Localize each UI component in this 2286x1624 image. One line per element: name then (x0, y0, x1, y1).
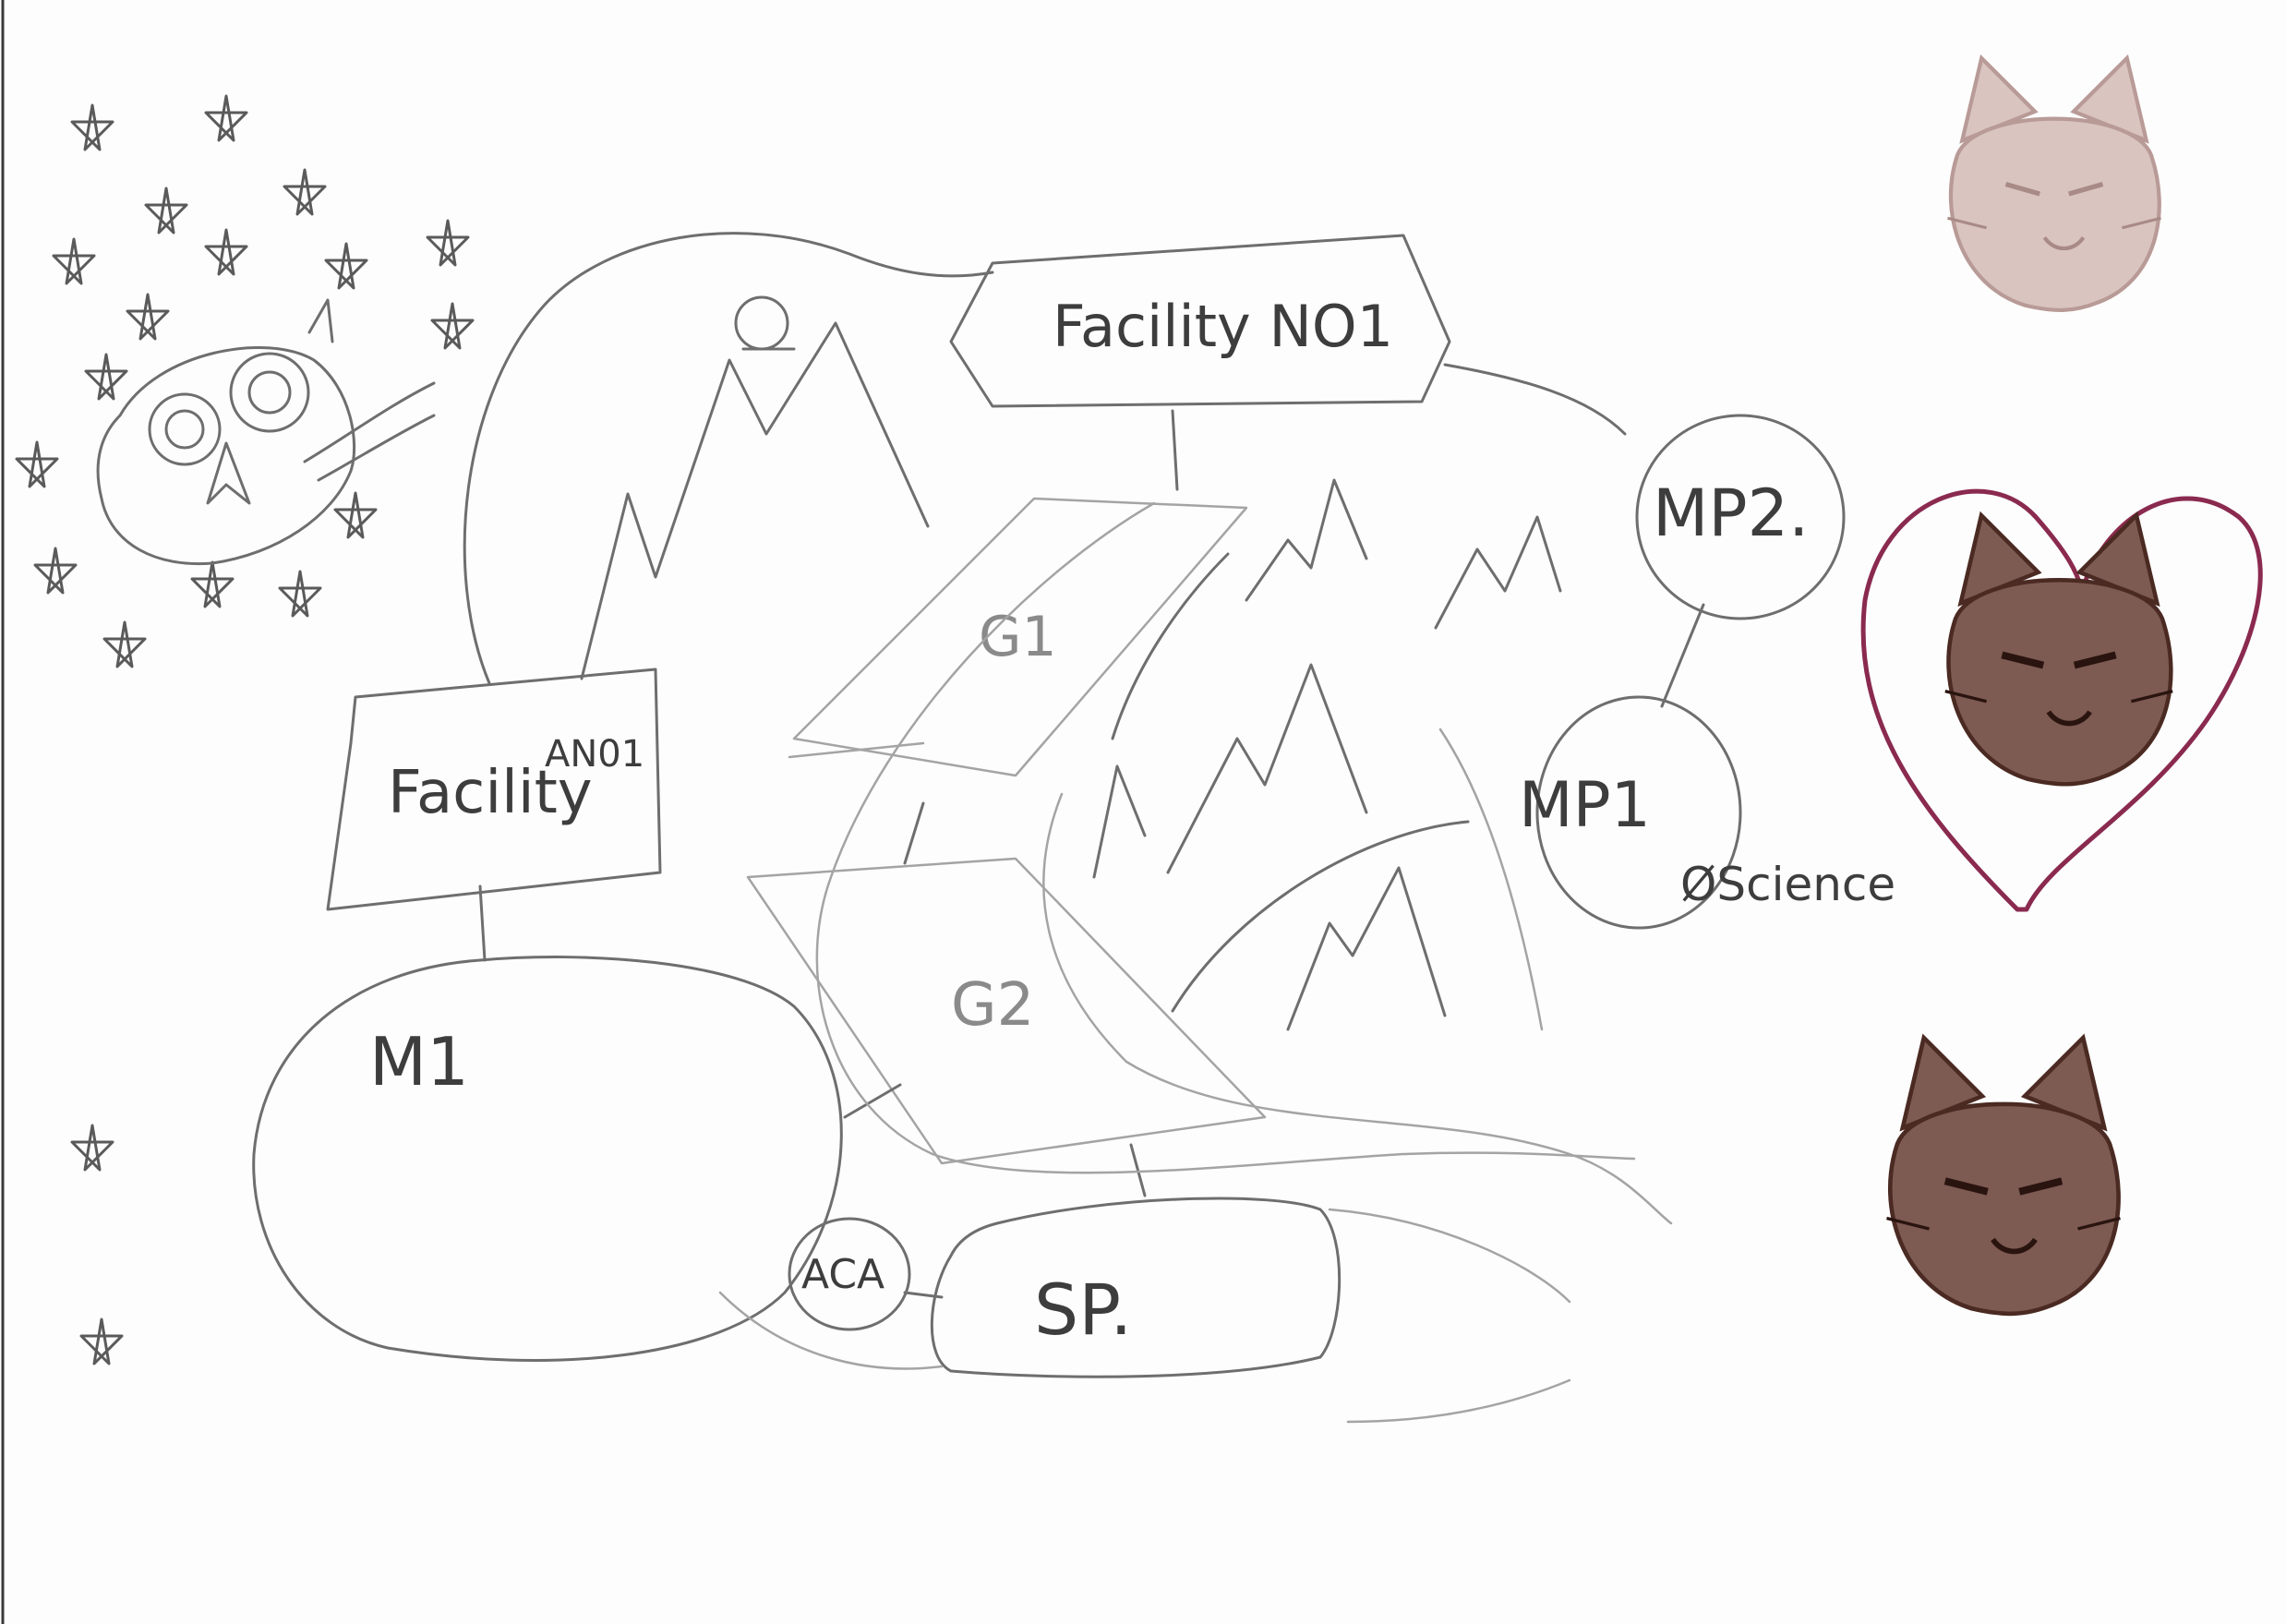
cat-stamp-in-heart (1944, 515, 2173, 784)
mp1-label: MP1 (1519, 769, 1651, 842)
node-facility-no1: Facility NO1 (949, 234, 1451, 408)
node-g1: G1 (792, 497, 1248, 777)
stars-doodle (15, 94, 475, 1365)
m1-label: M1 (369, 1023, 469, 1101)
node-g2: G2 (746, 857, 1267, 1165)
facility-no1-label: Facility NO1 (1053, 293, 1393, 360)
mountains (580, 295, 1562, 1031)
sweep-curves (718, 501, 1673, 1424)
cat-stamp-faded (1947, 58, 2161, 310)
aca-label: ACA (801, 1251, 884, 1298)
facility-an01-label: Facility (388, 759, 593, 827)
cat-stamp (1886, 1038, 2121, 1314)
heart-outline (1860, 488, 2263, 912)
g1-label: G1 (979, 605, 1057, 669)
facility-an01-superscript: AN01 (545, 733, 644, 776)
science-label: ØScience (1680, 858, 1895, 911)
connectors (478, 363, 1705, 1299)
big-loop-left (463, 232, 994, 685)
node-sp: SP. (930, 1197, 1342, 1378)
node-aca: ACA (788, 1217, 911, 1331)
sp-label: SP. (1034, 1269, 1132, 1351)
owl-doodle (96, 298, 436, 566)
mp2-label: MP2. (1653, 475, 1809, 551)
node-m1: M1 (252, 956, 843, 1362)
g2-label: G2 (951, 971, 1034, 1040)
node-mp1: MP1 ØScience (1519, 695, 1895, 930)
node-facility-an01: Facility AN01 (326, 668, 662, 911)
node-mp2: MP2. (1635, 414, 1846, 620)
